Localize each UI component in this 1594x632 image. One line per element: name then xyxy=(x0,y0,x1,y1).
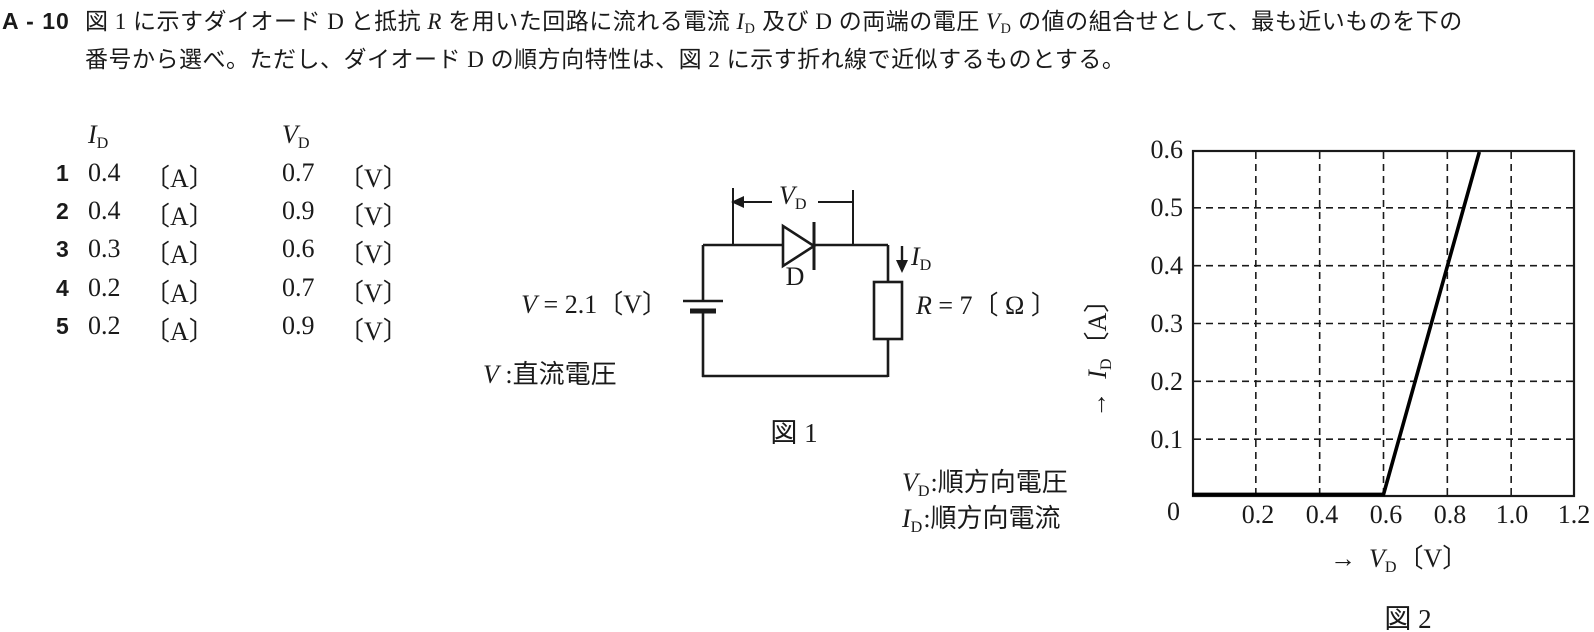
choice-row-4: 4 0.2 〔A〕 0.7 〔V〕 xyxy=(56,273,409,308)
choice-id-unit: 〔A〕 xyxy=(144,279,215,308)
x-tick-label: 0.8 xyxy=(1433,500,1467,529)
id-symbol-label: ID xyxy=(911,242,932,274)
choice-id-unit: 〔A〕 xyxy=(144,202,215,231)
question-number: A - 10 xyxy=(2,8,70,34)
choice-vd-unit: 〔V〕 xyxy=(338,240,409,269)
y-tick-label: 0.2 xyxy=(1150,367,1184,396)
battery-note-label: V :直流電圧 xyxy=(483,360,617,389)
y-tick-label: 0.1 xyxy=(1150,425,1184,454)
question-text-line2: 番号から選べ。ただし、ダイオード D の順方向特性は、図 2 に示す折れ線で近似… xyxy=(85,47,1126,72)
vd-definition: VD:順方向電圧 xyxy=(902,468,1068,500)
choice-vd-value: 0.9 xyxy=(282,311,315,340)
figure1-caption: 図 1 xyxy=(770,418,818,448)
choice-row-5: 5 0.2 〔A〕 0.9 〔V〕 xyxy=(56,311,409,346)
x-tick-label: 0.2 xyxy=(1241,500,1275,529)
origin-label: 0 xyxy=(1167,497,1180,526)
column-header-vd: VD xyxy=(282,120,310,152)
figure2-caption: 図 2 xyxy=(1384,604,1432,632)
y-axis-label: → ID〔A〕 xyxy=(1082,286,1115,418)
choice-row-1: 1 0.4 〔A〕 0.7 〔V〕 xyxy=(56,158,409,193)
resistor-body xyxy=(872,280,904,341)
y-tick-label: 0.4 xyxy=(1150,251,1184,280)
x-tick-label: 1.2 xyxy=(1557,500,1591,529)
choice-vd-unit: 〔V〕 xyxy=(338,279,409,308)
choice-number: 5 xyxy=(56,313,69,339)
choice-id-value: 0.2 xyxy=(88,311,121,340)
grid-lines xyxy=(1194,152,1573,495)
x-tick-label: 1.0 xyxy=(1495,500,1529,529)
id-definition: ID:順方向電流 xyxy=(902,504,1061,536)
choice-vd-unit: 〔V〕 xyxy=(338,202,409,231)
resistor-value-label: R = 7〔 Ω 〕 xyxy=(916,291,1057,320)
y-tick-label: 0.6 xyxy=(1150,135,1184,164)
choice-number: 4 xyxy=(56,275,69,301)
question-text-line1: 図 1 に示すダイオード D と抵抗 R を用いた回路に流れる電流 ID 及び … xyxy=(85,9,1463,37)
answer-choices: ID VD 1 0.4 〔A〕 0.7 〔V〕 2 0.4 〔A〕 0.9 〔V… xyxy=(56,0,409,350)
column-header-id: ID xyxy=(88,120,109,152)
choice-number: 2 xyxy=(56,198,69,224)
battery-voltage-label: V = 2.1〔V〕 xyxy=(521,290,668,319)
y-tick-label: 0.5 xyxy=(1150,193,1184,222)
choice-id-value: 0.4 xyxy=(88,196,121,225)
choice-vd-value: 0.7 xyxy=(282,273,315,302)
choice-vd-unit: 〔V〕 xyxy=(338,317,409,346)
choice-id-value: 0.3 xyxy=(88,234,121,263)
y-tick-label: 0.3 xyxy=(1150,309,1184,338)
choice-row-2: 2 0.4 〔A〕 0.9 〔V〕 xyxy=(56,196,409,231)
vd-symbol-label: VD xyxy=(779,181,807,213)
choice-number: 1 xyxy=(56,160,69,186)
choice-vd-value: 0.9 xyxy=(282,196,315,225)
choice-vd-value: 0.7 xyxy=(282,158,315,187)
diode-triangle xyxy=(781,223,817,269)
choice-row-3: 3 0.3 〔A〕 0.6 〔V〕 xyxy=(56,234,409,269)
choice-id-unit: 〔A〕 xyxy=(144,240,215,269)
id-arrowhead-icon xyxy=(896,260,908,273)
choice-id-value: 0.4 xyxy=(88,158,121,187)
circuit-diagram xyxy=(683,188,908,378)
choice-vd-value: 0.6 xyxy=(282,234,315,263)
vd-arrowhead-icon xyxy=(731,196,744,208)
x-axis-label: → VD〔V〕 xyxy=(1330,544,1469,576)
choice-id-unit: 〔A〕 xyxy=(144,317,215,346)
choice-id-unit: 〔A〕 xyxy=(144,164,215,193)
choice-number: 3 xyxy=(56,236,69,262)
diode-name-label: D xyxy=(785,262,805,291)
diode-characteristic-chart xyxy=(1191,149,1576,498)
diode-curve xyxy=(1192,151,1482,497)
x-tick-label: 0.6 xyxy=(1369,500,1403,529)
x-tick-label: 0.4 xyxy=(1305,500,1339,529)
choice-id-value: 0.2 xyxy=(88,273,121,302)
choice-vd-unit: 〔V〕 xyxy=(338,164,409,193)
